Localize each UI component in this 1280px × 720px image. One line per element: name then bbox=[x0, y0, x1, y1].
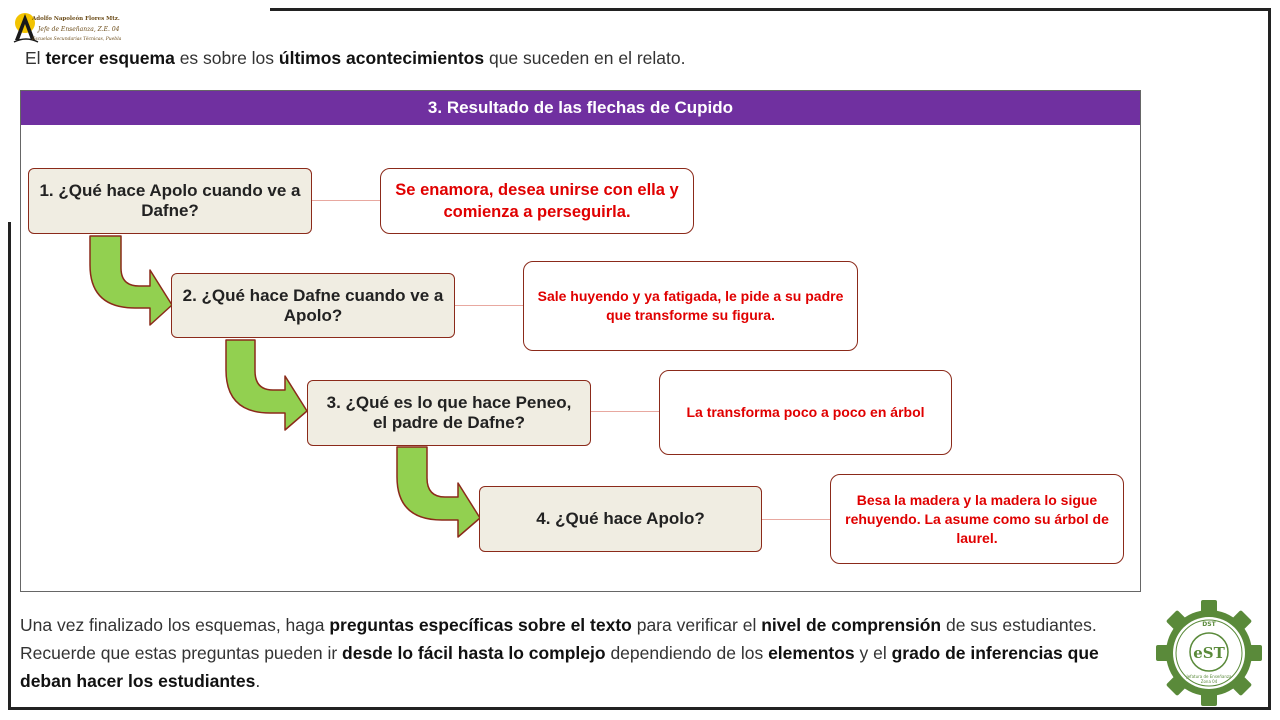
frame-right-line bbox=[1268, 8, 1271, 710]
frame-bottom-line bbox=[8, 707, 1271, 710]
answer-box-1: Se enamora, desea unirse con ella y comi… bbox=[380, 168, 694, 234]
diagram-title: 3. Resultado de las flechas de Cupido bbox=[21, 91, 1140, 125]
answer-box-4: Besa la madera y la madera lo sigue rehu… bbox=[830, 474, 1124, 564]
closing-paragraph: Una vez finalizado los esquemas, haga pr… bbox=[20, 615, 1099, 691]
question-box-2: 2. ¿Qué hace Dafne cuando ve a Apolo? bbox=[171, 273, 455, 338]
author-role: Jefe de Enseñanza, Z.E. 04 bbox=[38, 26, 120, 33]
connector-1 bbox=[312, 200, 380, 201]
author-institution: Escuelas Secundarias Técnicas, Puebla bbox=[32, 37, 122, 42]
answer-box-2: Sale huyendo y ya fatigada, le pide a su… bbox=[523, 261, 858, 351]
question-box-3: 3. ¿Qué es lo que hace Peneo, el padre d… bbox=[307, 380, 591, 446]
connector-3 bbox=[591, 411, 659, 412]
jefatura-seal: DST eST Jefatura de Enseñanza Zona 04 bbox=[1154, 598, 1264, 708]
question-box-1: 1. ¿Qué hace Apolo cuando ve a Dafne? bbox=[28, 168, 312, 234]
connector-2 bbox=[455, 305, 523, 306]
seal-caption-2: Zona 04 bbox=[1201, 679, 1218, 684]
connector-4 bbox=[762, 519, 830, 520]
seal-caption-1: Jefatura de Enseñanza bbox=[1186, 674, 1232, 679]
seal-top-text: DST bbox=[1202, 621, 1216, 628]
answer-box-3: La transforma poco a poco en árbol bbox=[659, 370, 952, 455]
seal-mark: eST bbox=[1193, 644, 1225, 662]
frame-top-line bbox=[270, 8, 1271, 11]
intro-sentence: El tercer esquema es sobre los últimos a… bbox=[25, 48, 686, 68]
frame-left-line bbox=[8, 222, 11, 710]
diagram-panel: 3. Resultado de las flechas de Cupido bbox=[20, 90, 1141, 592]
author-logo-mark bbox=[13, 13, 39, 43]
gear-icon: DST eST Jefatura de Enseñanza Zona 04 bbox=[1156, 600, 1262, 706]
author-logo: Adolfo Napoleón Flores Mtz. Jefe de Ense… bbox=[12, 8, 121, 48]
question-box-4: 4. ¿Qué hace Apolo? bbox=[479, 486, 762, 552]
author-name: Adolfo Napoleón Flores Mtz. bbox=[32, 16, 120, 22]
